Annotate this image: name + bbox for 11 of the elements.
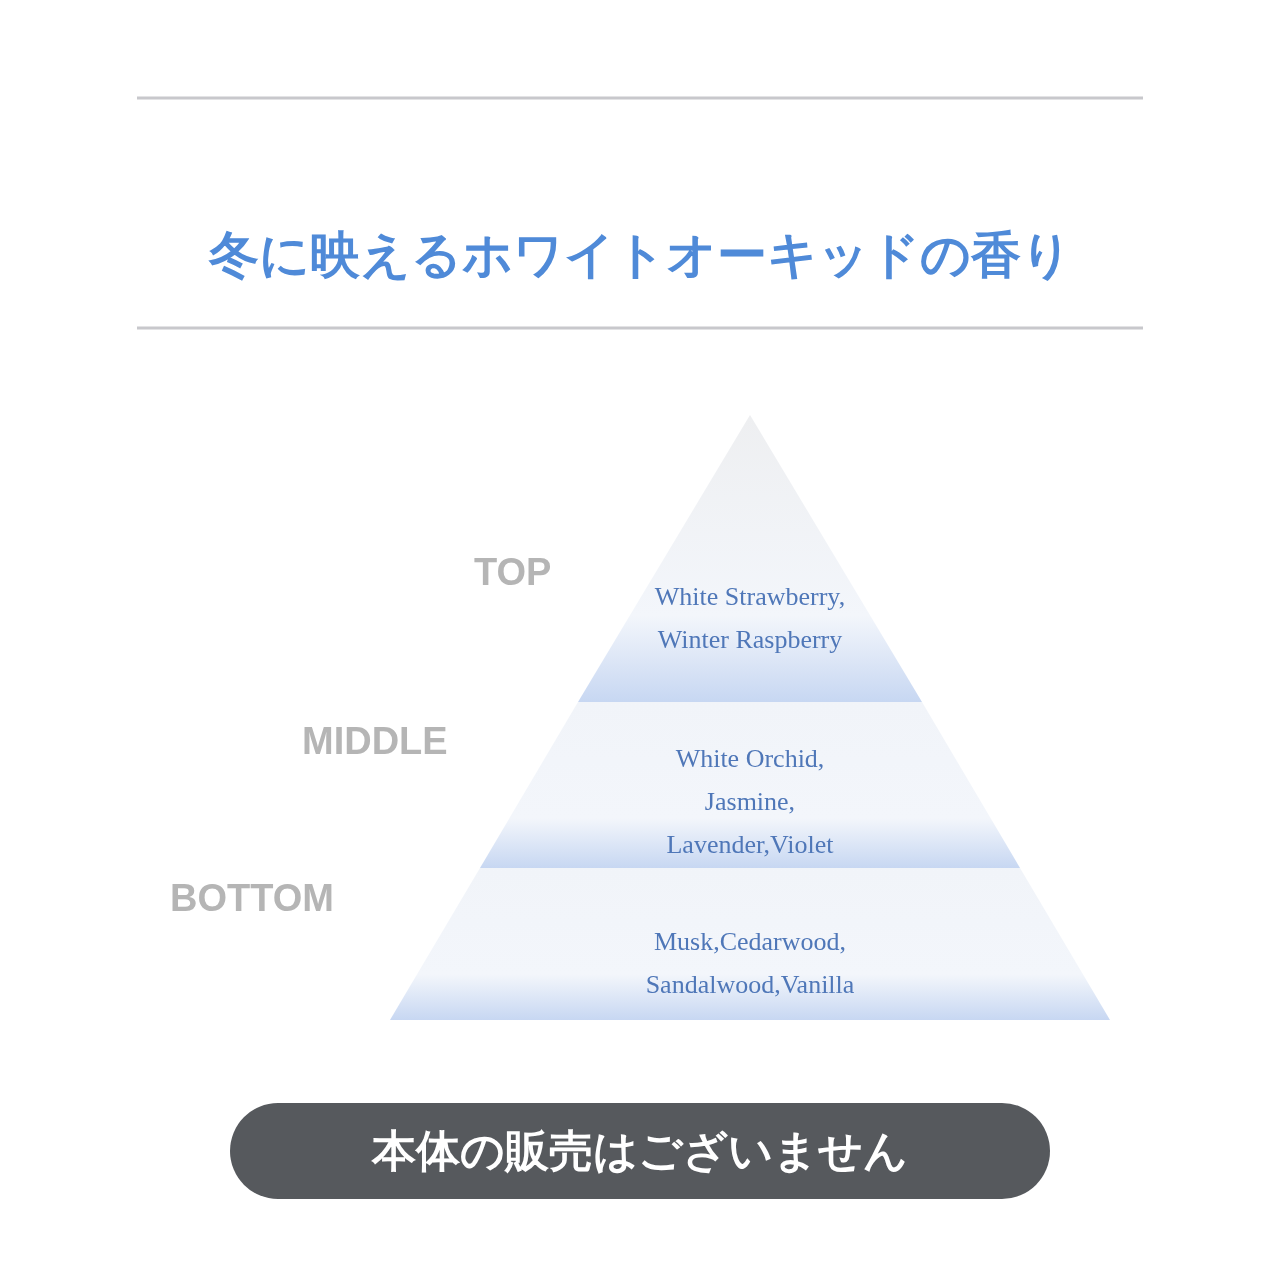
note-list: White Strawberry, Winter Raspberry: [578, 575, 922, 661]
tier-label: BOTTOM: [170, 877, 334, 920]
pyramid-tier: [578, 415, 922, 702]
notice-text: 本体の販売はございません: [372, 1123, 908, 1178]
tier-label: TOP: [474, 551, 552, 594]
note-list: Musk,Cedarwood, Sandalwood,Vanilla: [390, 920, 1110, 1006]
pyramid-tier: [390, 868, 1110, 1020]
tier-label: MIDDLE: [302, 720, 448, 763]
pyramid-tier: [480, 702, 1020, 868]
note-list: White Orchid, Jasmine, Lavender,Violet: [480, 737, 1020, 866]
title: 冬に映えるホワイトオーキッドの香り: [207, 225, 1073, 286]
